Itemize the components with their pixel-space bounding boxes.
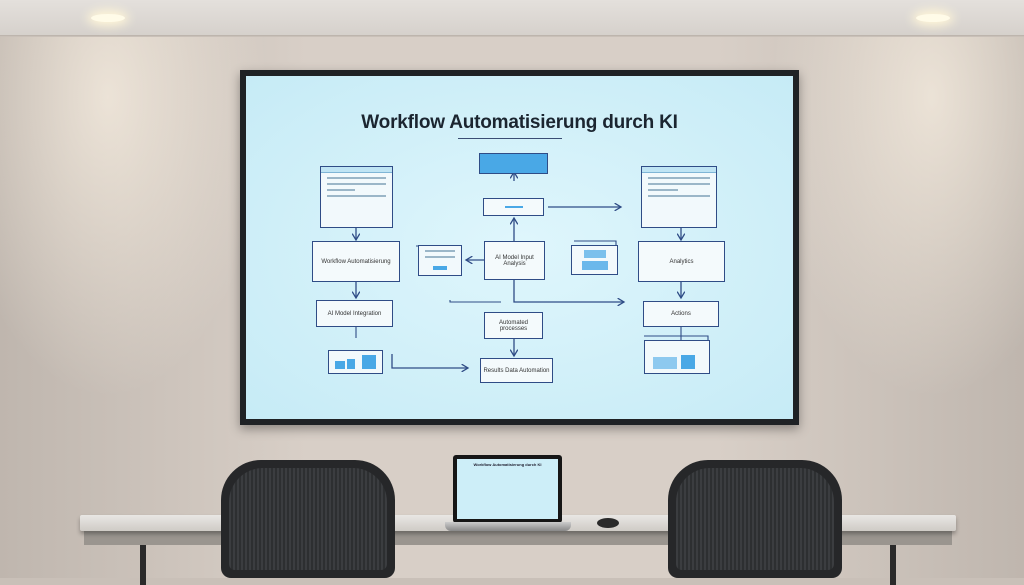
grid-mockup: [571, 245, 618, 275]
diagram-box-center-step: Automated processes: [484, 312, 543, 339]
screen-display: Workflow Automatisierung durch KI Workfl…: [246, 76, 793, 419]
chart-mockup: [328, 350, 383, 374]
diagram-box-left-process: Workflow Automatisierung: [312, 241, 400, 282]
ceiling-light: [916, 14, 950, 22]
ceiling: [0, 0, 1024, 36]
diagram-box-right-step: Actions: [643, 301, 719, 327]
diagram-box-top: [479, 153, 548, 174]
form-mockup: [418, 245, 462, 276]
laptop-display: Workflow Automatisierung durch KI: [457, 459, 558, 519]
diagram-box-right-process: Analytics: [638, 241, 725, 282]
ceiling-light: [91, 14, 125, 22]
laptop-title: Workflow Automatisierung durch KI: [473, 462, 542, 467]
office-chair: [668, 460, 842, 578]
title-underline: [458, 138, 562, 139]
wall-screen: Workflow Automatisierung durch KI Workfl…: [240, 70, 799, 425]
chart-mockup: [644, 340, 710, 374]
computer-mouse: [597, 518, 619, 528]
table-leg: [890, 545, 896, 585]
laptop-keyboard: [445, 522, 571, 531]
office-chair: [221, 460, 395, 578]
screen-title: Workflow Automatisierung durch KI: [361, 112, 678, 133]
table-leg: [140, 545, 146, 585]
diagram-box-center-output: Results Data Automation: [480, 358, 553, 383]
diagram-box-left-step: AI Model Integration: [316, 300, 393, 327]
diagram-box-center-main: AI Model Input Analysis: [484, 241, 545, 280]
app-window-mockup: [641, 166, 717, 228]
app-window-mockup: [320, 166, 393, 228]
diagram-box-upper: [483, 198, 544, 216]
laptop-screen: Workflow Automatisierung durch KI: [453, 455, 562, 523]
